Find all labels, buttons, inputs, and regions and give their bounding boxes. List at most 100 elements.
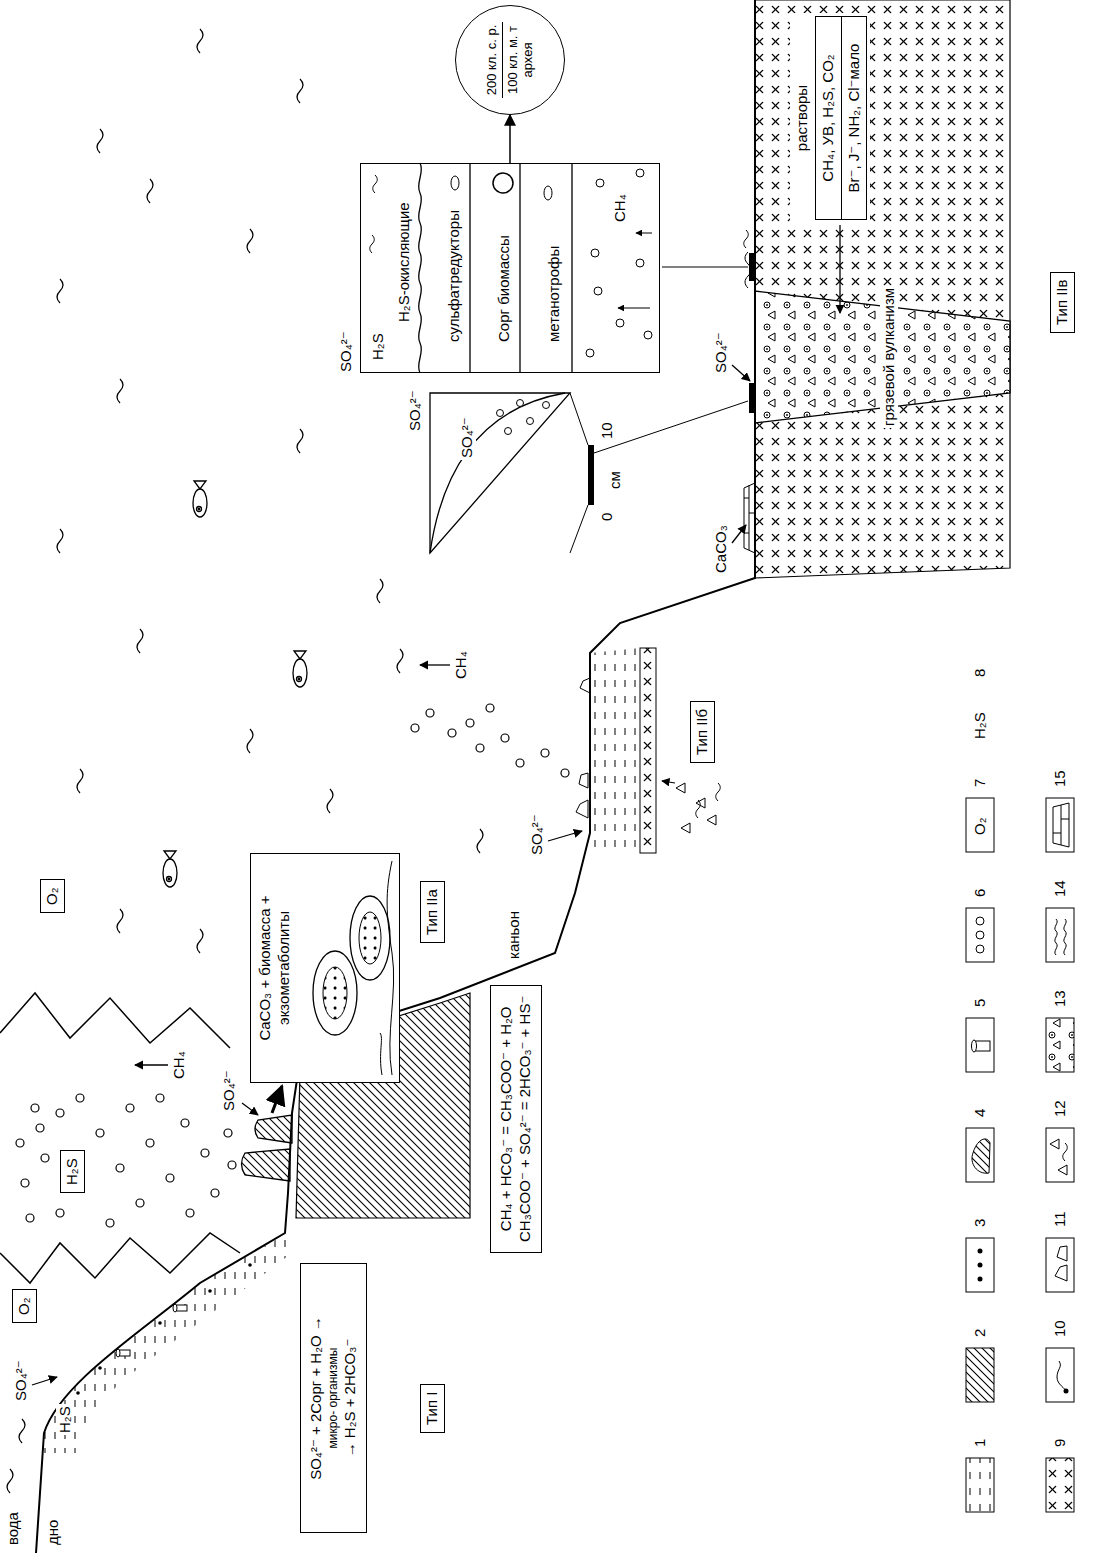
- sediment-type-1: [43, 1235, 292, 1453]
- fish: [163, 481, 307, 887]
- zoom-box: CaCO₃ + биомасса + экзометаболиты: [250, 853, 400, 1083]
- legend-swatch: [965, 1457, 995, 1513]
- microbial-mat-zoom: [360, 163, 660, 373]
- microbial-mat-box: SO₄²⁻H₂SH₂S-окисляющиесульфатредукторыCо…: [360, 163, 660, 373]
- fraction-numerator: 200 кл. с. р.: [484, 22, 503, 99]
- layer-label: CH₄: [611, 194, 630, 222]
- layer-label: Cорг биомассы: [495, 235, 514, 342]
- legend-number: 12: [1051, 1098, 1069, 1119]
- chemical-label: CH₄: [452, 649, 470, 681]
- node-text: O₂: [15, 1298, 34, 1316]
- node-heading: SO₄²⁻: [337, 329, 356, 374]
- reaction-box: CH₄ + HCO₃⁻ = CH₃COO⁻ + H₂OCH₃COO⁻ + SO₄…: [490, 985, 542, 1253]
- water-waves: [7, 29, 483, 1493]
- chemical-label: CH₄: [170, 1049, 188, 1081]
- node-text: CaCO₃ + биомасса + экзометаболиты: [256, 862, 294, 1074]
- type-tag: Тип IIа: [420, 881, 445, 943]
- legend-swatch: [1045, 1237, 1075, 1293]
- legend-swatch: [965, 1347, 995, 1403]
- node-text: Тип IIб: [693, 709, 712, 755]
- archaea-circle: 200 кл. с. р.100 кл. м. т архея: [455, 5, 565, 115]
- legend-number: 1: [971, 1437, 989, 1449]
- node-text: Тип I: [423, 1392, 442, 1425]
- chimney-zoom-drawing: [250, 853, 400, 1083]
- node-text: O₂: [43, 888, 62, 906]
- layer-label: сульфатредукторы: [445, 210, 464, 342]
- legend-swatch: [1045, 907, 1075, 963]
- node-text: → H₂S + 2HCO₃⁻: [341, 1274, 360, 1522]
- legend-number: 13: [1051, 988, 1069, 1009]
- legend-number: 7: [971, 777, 989, 789]
- legend-swatch: [965, 1237, 995, 1293]
- legend-number: 11: [1051, 1209, 1069, 1229]
- node-text: Тип IIа: [423, 889, 442, 935]
- legend-swatch: [1045, 797, 1075, 853]
- chemical-label: SO₄²⁻: [406, 388, 424, 433]
- legend-number: 14: [1051, 878, 1069, 899]
- layer-label: метанотрофы: [545, 246, 564, 342]
- connector-arrow: [509, 115, 511, 163]
- gas-bubbles: [16, 704, 569, 1227]
- arrows: [32, 225, 840, 1385]
- legend-number: 2: [971, 1327, 989, 1339]
- solution-row: CH₄, УВ, H₂S, CO₂: [815, 16, 842, 220]
- layer-label: H₂S-окисляющие: [395, 202, 414, 322]
- water-tag: O₂: [12, 1290, 37, 1324]
- chemical-label: SO₄²⁻: [528, 812, 546, 857]
- legend-swatch: [965, 907, 995, 963]
- seabed-profile: [36, 0, 755, 1553]
- node-text: SO₄²⁻ + 2Cорг + H₂O →: [307, 1274, 326, 1522]
- legend-swatch: [1045, 1457, 1075, 1513]
- node-heading: растворы: [793, 16, 812, 220]
- legend-sample-text: O₂: [971, 816, 989, 838]
- reaction-box: SO₄²⁻ + 2Cорг + H₂O →микро- организмы→ H…: [300, 1263, 367, 1533]
- fraction-denominator: 100 кл. м. т архея: [505, 14, 536, 106]
- solutions-box: растворыCH₄, УВ, H₂S, CO₂Br⁻, J⁻, NH₂, C…: [790, 13, 870, 223]
- place-label: каньон: [505, 909, 523, 961]
- legend-sample-text: H₂S: [971, 710, 989, 741]
- node-text: CH₄ + HCO₃⁻ = CH₃COO⁻ + H₂O: [497, 996, 516, 1242]
- node-text: CH₃COO⁻ + SO₄²⁻ = 2HCO₃⁻ + HS⁻: [516, 996, 535, 1242]
- arrow-annotation: микро- организмы: [327, 1274, 340, 1522]
- legend-swatch: [965, 1017, 995, 1073]
- legend-number: 10: [1051, 1318, 1069, 1339]
- legend-number: 15: [1051, 768, 1069, 789]
- legend-number: 3: [971, 1217, 989, 1229]
- chemical-label: SO₄²⁻: [712, 330, 730, 375]
- chemical-label: SO₄²⁻: [12, 1358, 30, 1403]
- scale-label: 0: [598, 511, 616, 523]
- place-label: вода: [4, 1510, 22, 1547]
- legend-number: 8: [971, 667, 989, 679]
- legend-swatch: [1045, 1347, 1075, 1403]
- legend-swatch: [965, 1127, 995, 1183]
- chemical-label: H₂S: [56, 1404, 74, 1435]
- type-tag: Тип IIв: [1050, 272, 1075, 333]
- scale-label: см: [606, 469, 624, 491]
- chimneys: [242, 1086, 293, 1181]
- legend-number: 5: [971, 997, 989, 1009]
- layer-label: H₂S: [369, 333, 388, 360]
- sediment-type-2b: [576, 648, 720, 853]
- legend-number: 4: [971, 1107, 989, 1119]
- chemical-label: SO₄²⁻: [220, 1068, 238, 1113]
- legend-number: 6: [971, 887, 989, 899]
- water-tag: O₂: [40, 880, 65, 914]
- process-label: грязевой вулканизм: [880, 286, 898, 428]
- solution-row: Br⁻, J⁻, NH₂, Cl⁻мало: [842, 16, 868, 220]
- legend-swatch: [1045, 1127, 1075, 1183]
- chemical-label: CaCO₃: [712, 523, 730, 575]
- type-tag: Тип I: [420, 1384, 445, 1433]
- chemical-label: SO₄²⁻: [458, 415, 476, 460]
- node-text: H₂S: [63, 1158, 82, 1185]
- type-tag: Тип IIб: [690, 701, 715, 763]
- mud-volcano: [744, 0, 1010, 578]
- water-tag: H₂S: [60, 1150, 85, 1193]
- legend-swatch: [1045, 1017, 1075, 1073]
- node-text: Тип IIв: [1053, 280, 1072, 325]
- plume-boundary: [0, 993, 240, 1283]
- scale-label: 10: [598, 420, 616, 441]
- legend-number: 9: [1051, 1437, 1069, 1449]
